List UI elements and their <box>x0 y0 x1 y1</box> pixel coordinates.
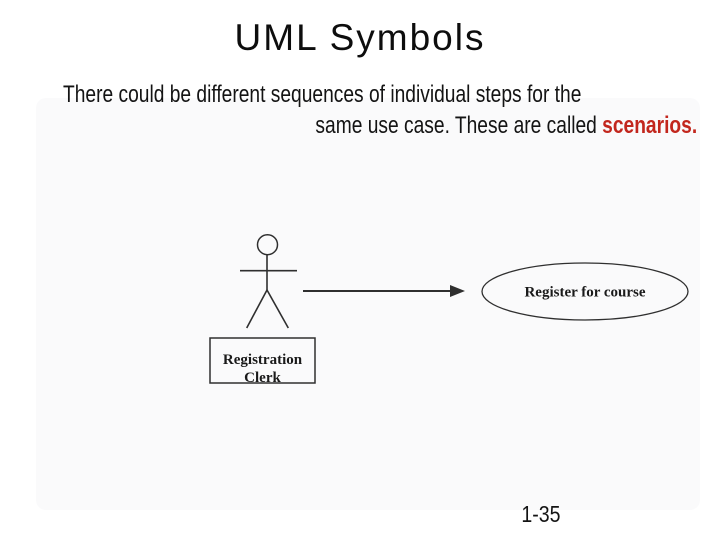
body-text-scenarios-highlight: scenarios. <box>602 112 697 139</box>
page-number: 1-35 <box>521 501 561 527</box>
use-case-label: Register for course <box>524 285 645 301</box>
body-text-line2: same use case. These are called scenario… <box>315 110 697 141</box>
actor-left-leg <box>245 289 268 329</box>
actor-head <box>256 233 279 256</box>
use-case-diagram: Registration Clerk Register for course <box>209 233 689 386</box>
actor-label-border <box>209 337 316 384</box>
slide-title: UML Symbols <box>234 17 486 58</box>
actor-label-line2: Clerk <box>244 370 281 386</box>
body-text-line2-prefix: same use case. These are called <box>315 112 603 139</box>
use-case-border <box>481 262 689 321</box>
arrow-head <box>450 285 465 297</box>
association-arrow <box>303 285 465 297</box>
use-case-ellipse: Register for course <box>481 262 689 321</box>
actor-right-leg <box>266 289 289 329</box>
actor-label-line1: Registration <box>223 352 303 368</box>
body-text-line1: There could be different sequences of in… <box>63 81 582 108</box>
actor-icon <box>240 233 297 329</box>
content-placeholder <box>36 98 700 510</box>
actor-label-box: Registration Clerk <box>209 337 316 386</box>
